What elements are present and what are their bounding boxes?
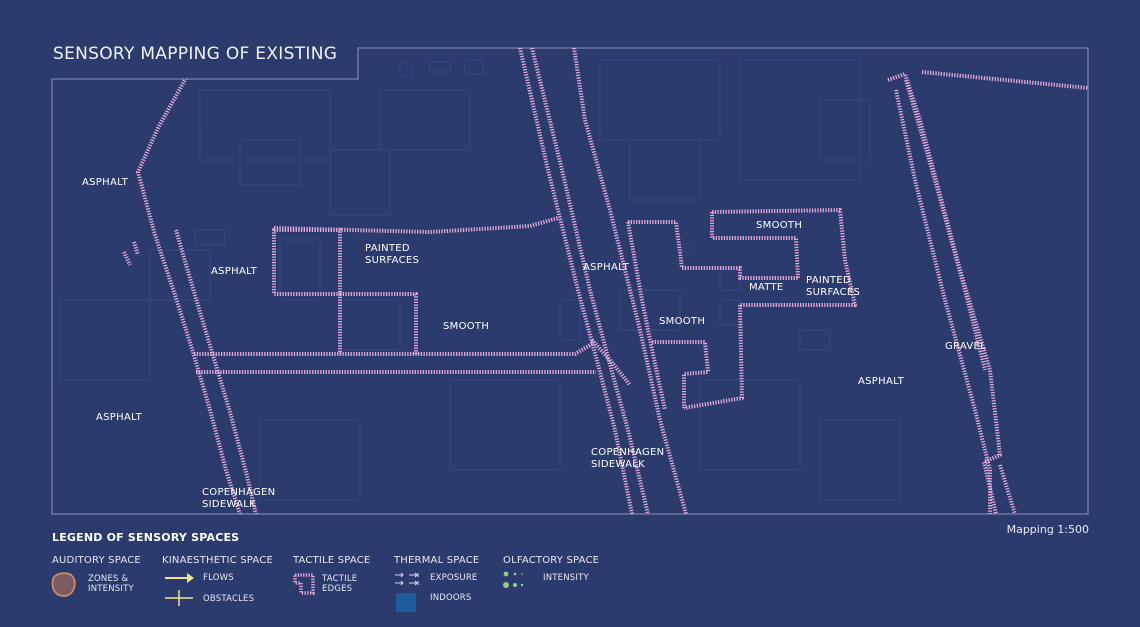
legend-flows-label: FLOWS	[203, 573, 234, 583]
indoors-swatch	[396, 593, 416, 612]
flow-arrow-icon	[165, 573, 194, 583]
legend-exposure-label: EXPOSURE	[430, 573, 478, 583]
scent-dots-icon	[503, 571, 524, 588]
map-label-matte: MATTE	[749, 282, 784, 293]
map-label-gravel: GRAVEL	[945, 341, 986, 352]
building-outlines	[59, 59, 901, 501]
legend-obstacles-label: OBSTACLES	[203, 594, 255, 604]
legend-indoors-label: INDOORS	[430, 593, 472, 603]
map-label-asphalt-e: ASPHALT	[858, 376, 905, 387]
legend-olfactory-label: INTENSITY	[543, 573, 589, 583]
legend-olfactory-heading: OLFACTORY SPACE	[503, 555, 600, 566]
scale-label: Mapping 1:500	[1006, 523, 1089, 536]
map-label-asphalt-sw: ASPHALT	[96, 412, 143, 423]
legend-auditory-heading: AUDITORY SPACE	[52, 555, 141, 566]
map-label-asphalt-nw: ASPHALT	[82, 177, 129, 188]
tactile-edges	[122, 48, 1088, 514]
map-label-smooth-2: SMOOTH	[659, 316, 705, 327]
map-frame	[51, 47, 1089, 515]
blob-icon	[51, 572, 76, 597]
map-title: SENSORY MAPPING OF EXISTING	[53, 44, 338, 64]
legend-title: LEGEND OF SENSORY SPACES	[52, 531, 240, 544]
legend-auditory-label: ZONES & INTENSITY	[88, 574, 134, 594]
legend-thermal-heading: THERMAL SPACE	[394, 555, 480, 566]
legend-kinaesthetic-heading: KINAESTHETIC SPACE	[162, 555, 273, 566]
legend-tactile-label: TACTILE EDGES	[322, 574, 358, 594]
map-label-asphalt-w: ASPHALT	[211, 266, 258, 277]
exposure-icon	[395, 572, 419, 586]
obstacle-icon	[165, 590, 193, 606]
tactile-edge-icon	[293, 573, 315, 595]
legend-tactile-heading: TACTILE SPACE	[293, 555, 371, 566]
map-label-smooth-1: SMOOTH	[443, 321, 489, 332]
map-label-smooth-3: SMOOTH	[756, 220, 802, 231]
map-label-asphalt-center: ASPHALT	[583, 262, 630, 273]
